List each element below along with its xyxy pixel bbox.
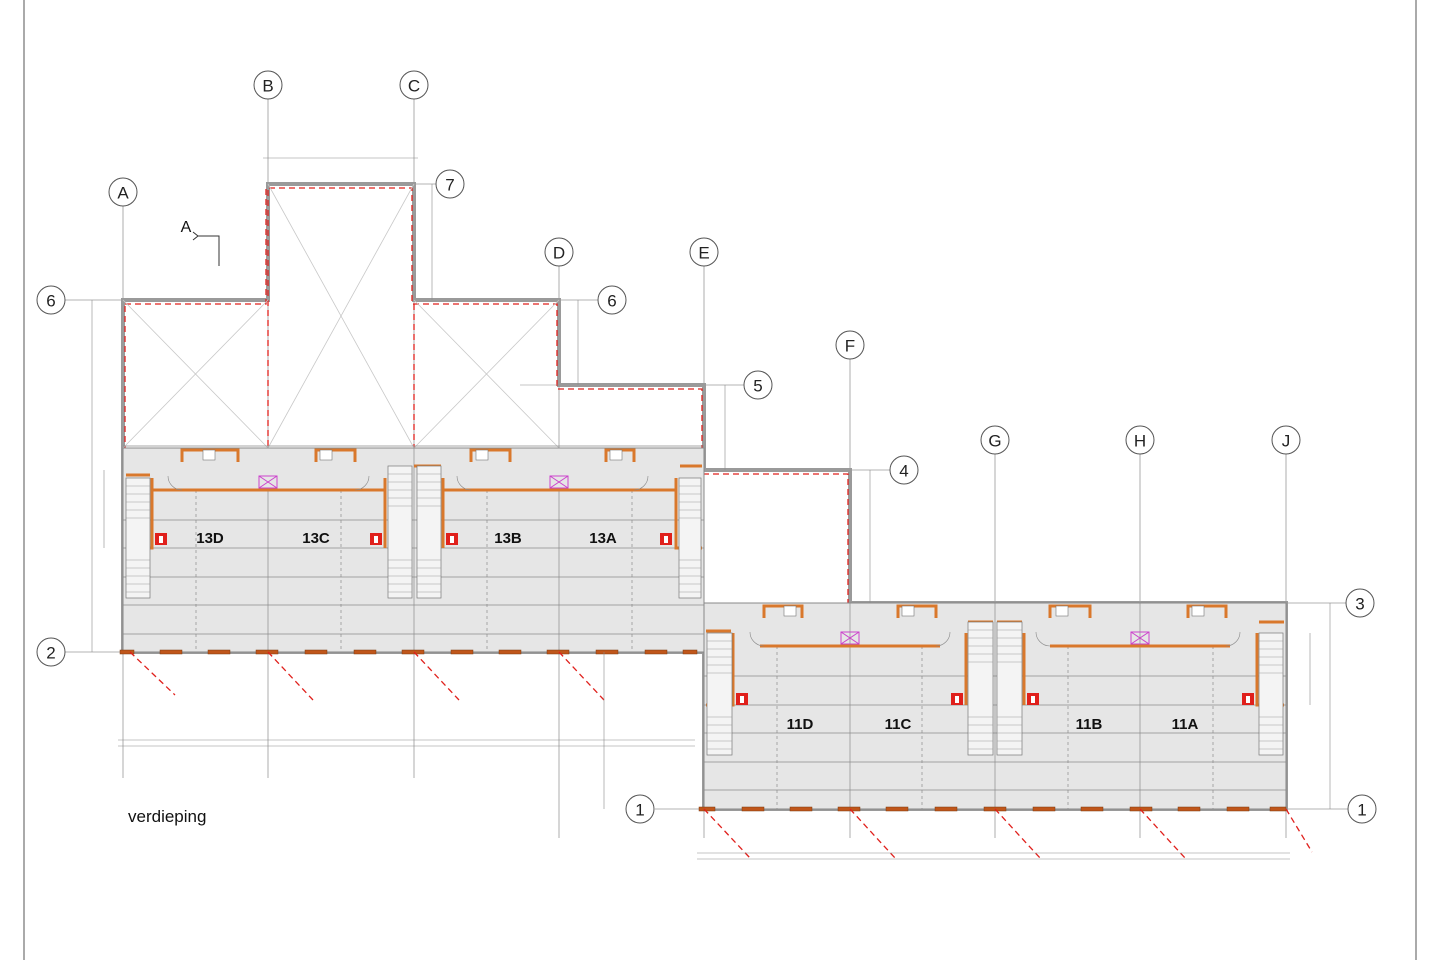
fire-extinguisher-icon <box>155 533 167 545</box>
fire-extinguisher-icon <box>1027 693 1039 705</box>
grid-bubble: B <box>253 70 283 100</box>
grid-bubble-label: 6 <box>607 292 616 311</box>
grid-bubble-label: 5 <box>753 377 762 396</box>
floor-label: verdieping <box>128 807 206 826</box>
grid-bubbles: A B C D E F G H J 1 1 2 3 4 5 6 6 7 <box>36 70 1377 824</box>
facade-elements <box>119 649 1313 859</box>
section-marker-label: A <box>181 219 192 236</box>
fire-extinguisher-icon <box>736 693 748 705</box>
grid-bubble: D <box>544 237 574 267</box>
grid-bubble: 1 <box>625 794 655 824</box>
unit-label: 11D <box>787 716 814 733</box>
fire-extinguisher-icon <box>951 693 963 705</box>
unit-label: 13A <box>589 530 617 547</box>
fire-extinguisher-icon <box>1242 693 1254 705</box>
grid-bubble-label: 4 <box>899 462 908 481</box>
grid-bubble-label: 1 <box>635 801 644 820</box>
grid-bubble: 7 <box>435 169 465 199</box>
unit-label: 13C <box>302 530 330 547</box>
unit-labels: 13D 13C 13B 13A 11D 11C 11B 11A <box>196 530 1198 733</box>
grid-bubble-label: C <box>408 77 420 96</box>
grid-bubble-label: 1 <box>1357 801 1366 820</box>
section-marker: A <box>181 219 220 266</box>
grid-bubble: F <box>835 330 865 360</box>
grid-bubble: 4 <box>889 455 919 485</box>
grid-bubble-label: F <box>845 337 855 356</box>
grid-bubble-label: 3 <box>1355 595 1364 614</box>
grid-bubble-label: 6 <box>46 292 55 311</box>
block-13-floor <box>122 445 705 653</box>
unit-label: 11A <box>1172 716 1199 733</box>
grid-bubble: H <box>1125 425 1155 455</box>
grid-bubble-label: B <box>262 77 273 96</box>
grid-bubble: 6 <box>597 285 627 315</box>
grid-bubble: 3 <box>1345 588 1375 618</box>
grid-bubble: A <box>108 177 138 207</box>
grid-bubble-label: A <box>117 184 129 203</box>
unit-label: 11B <box>1076 716 1103 733</box>
grid-bubble: J <box>1271 425 1301 455</box>
grid-bubble: 1 <box>1347 794 1377 824</box>
grid-bubble-label: G <box>988 432 1001 451</box>
block-11-floor <box>703 602 1287 810</box>
grid-bubble-label: 7 <box>445 176 454 195</box>
grid-bubble-label: 2 <box>46 644 55 663</box>
grid-bubble: 2 <box>36 637 66 667</box>
unit-label: 11C <box>885 716 912 733</box>
unit-label: 13B <box>494 530 522 547</box>
grid-bubble-label: D <box>553 244 565 263</box>
grid-bubble-label: J <box>1282 432 1291 451</box>
grid-bubble: C <box>399 70 429 100</box>
fire-extinguisher-icon <box>370 533 382 545</box>
grid-bubble: G <box>980 425 1010 455</box>
grid-bubble: 5 <box>743 370 773 400</box>
fire-extinguisher-icons <box>155 533 1254 705</box>
unit-label: 13D <box>196 530 224 547</box>
grid-bubble-label: E <box>698 244 709 263</box>
fire-extinguisher-icon <box>660 533 672 545</box>
dimension-lines <box>91 157 1331 860</box>
fire-extinguisher-icon <box>446 533 458 545</box>
grid-bubble-label: H <box>1134 432 1146 451</box>
grid-bubble: 6 <box>36 285 66 315</box>
grid-bubble: E <box>689 237 719 267</box>
